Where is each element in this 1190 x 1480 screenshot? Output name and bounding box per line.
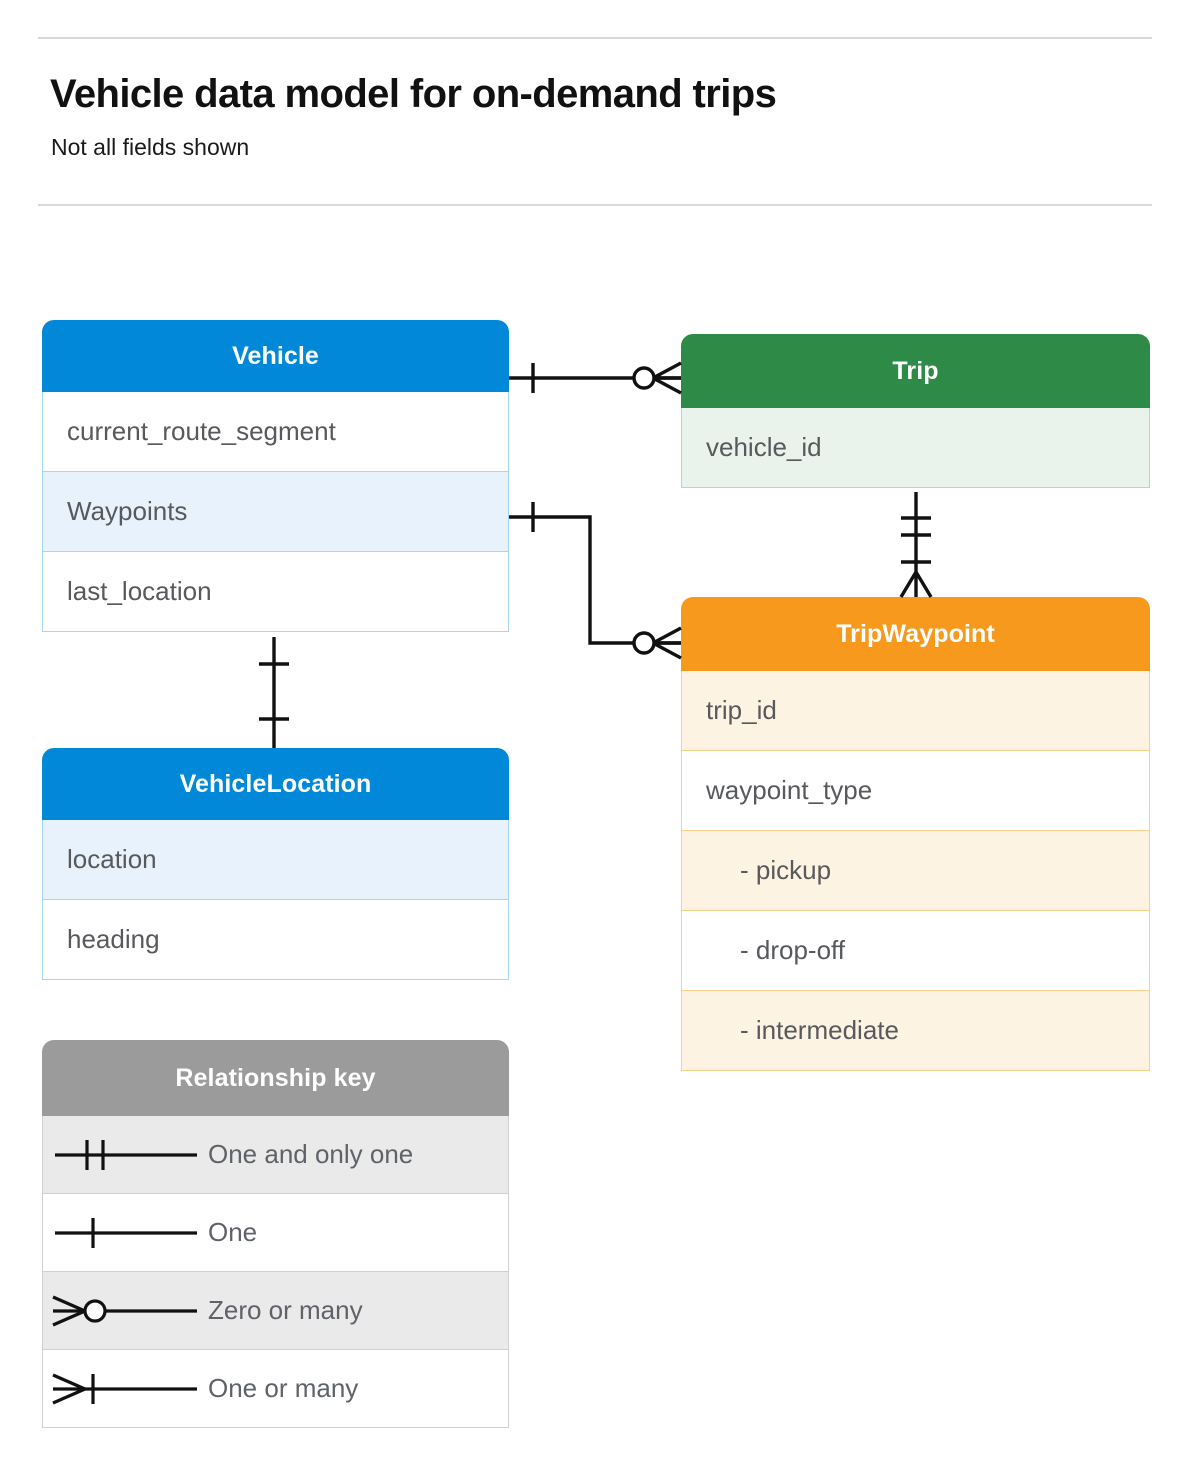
- one-or-many-icon: [43, 1369, 208, 1409]
- entity-trip[interactable]: Trip vehicle_id: [681, 334, 1150, 488]
- entity-tripwaypoint-value-pickup[interactable]: - pickup: [681, 831, 1150, 911]
- entity-tripwaypoint[interactable]: TripWaypoint trip_id waypoint_type - pic…: [681, 597, 1150, 1071]
- one-icon: [43, 1213, 208, 1253]
- entity-vehicle-title: Vehicle: [42, 320, 509, 392]
- connector-waypoints-to-tripwaypoint: [509, 502, 682, 660]
- entity-tripwaypoint-value-intermediate[interactable]: - intermediate: [681, 991, 1150, 1071]
- relationship-key-legend: Relationship key One and only one One: [42, 1040, 509, 1428]
- entity-vehiclelocation-field-heading[interactable]: heading: [42, 900, 509, 980]
- legend-item-one-and-only-one: One and only one: [42, 1116, 509, 1194]
- entity-vehiclelocation-title: VehicleLocation: [42, 748, 509, 820]
- entity-tripwaypoint-field-waypoint-type[interactable]: waypoint_type: [681, 751, 1150, 831]
- header-divider-bottom: [38, 204, 1152, 206]
- entity-tripwaypoint-title: TripWaypoint: [681, 597, 1150, 671]
- page-subtitle: Not all fields shown: [51, 134, 250, 160]
- header-divider-top: [38, 37, 1152, 39]
- entity-tripwaypoint-field-trip-id[interactable]: trip_id: [681, 671, 1150, 751]
- connector-vehicle-to-trip: [509, 361, 682, 395]
- legend-label-one-or-many: One or many: [208, 1373, 359, 1403]
- connector-vehicle-to-vehiclelocation: [259, 637, 289, 748]
- entity-trip-field-vehicle-id[interactable]: vehicle_id: [681, 408, 1150, 488]
- legend-item-zero-or-many: Zero or many: [42, 1272, 509, 1350]
- legend-label-one: One: [208, 1217, 258, 1247]
- entity-vehiclelocation[interactable]: VehicleLocation location heading: [42, 748, 509, 980]
- entity-trip-title: Trip: [681, 334, 1150, 408]
- entity-tripwaypoint-value-drop-off[interactable]: - drop-off: [681, 911, 1150, 991]
- entity-vehicle[interactable]: Vehicle current_route_segment Waypoints …: [42, 320, 509, 632]
- legend-label-zero-or-many: Zero or many: [208, 1295, 363, 1325]
- connector-trip-to-tripwaypoint: [899, 492, 933, 598]
- entity-vehicle-field-last-location[interactable]: last_location: [42, 552, 509, 632]
- legend-label-one-and-only-one: One and only one: [208, 1139, 414, 1169]
- legend-item-one: One: [42, 1194, 509, 1272]
- entity-vehicle-field-current-route-segment[interactable]: current_route_segment: [42, 392, 509, 472]
- legend-item-one-or-many: One or many: [42, 1350, 509, 1428]
- entity-vehiclelocation-field-location[interactable]: location: [42, 820, 509, 900]
- zero-or-many-icon: [43, 1291, 208, 1331]
- one-and-only-one-icon: [43, 1135, 208, 1175]
- entity-vehicle-field-waypoints[interactable]: Waypoints: [42, 472, 509, 552]
- page-title: Vehicle data model for on-demand trips: [50, 72, 777, 116]
- relationship-key-title: Relationship key: [42, 1040, 509, 1116]
